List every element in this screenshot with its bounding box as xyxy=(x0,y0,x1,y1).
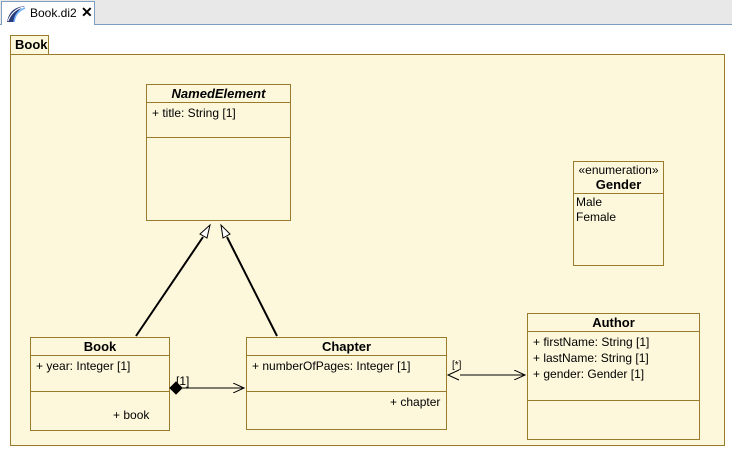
literal-compartment: Male Female xyxy=(574,194,663,226)
multiplicity-label: [*] xyxy=(452,360,462,371)
composition-diamond xyxy=(169,381,183,395)
attribute-compartment: + numberOfPages: Integer [1] xyxy=(247,356,446,392)
attribute[interactable]: + firstName: String [1] xyxy=(533,335,650,349)
generalization-book[interactable] xyxy=(135,236,204,337)
class-name: Book xyxy=(31,338,169,356)
close-icon[interactable]: ✕ xyxy=(81,4,93,20)
editor-tab-bar: Book.di2 ✕ xyxy=(0,0,732,25)
enumeration-name: Gender xyxy=(595,177,642,192)
enumeration-header: «enumeration» Gender xyxy=(574,162,663,194)
class-author[interactable]: Author + firstName: String [1] + lastNam… xyxy=(527,313,700,440)
package-name[interactable]: Book xyxy=(10,35,49,54)
editor-tab[interactable]: Book.di2 ✕ xyxy=(1,1,95,25)
multiplicity-label: [1] xyxy=(176,374,190,388)
class-name: Author xyxy=(528,314,699,332)
attribute-compartment: + firstName: String [1] + lastName: Stri… xyxy=(528,332,699,401)
stereotype-label: «enumeration» xyxy=(578,163,659,177)
papyrus-editor-icon xyxy=(7,6,26,23)
attribute[interactable]: + numberOfPages: Integer [1] xyxy=(252,359,411,373)
role-label: + chapter xyxy=(390,395,441,409)
role-label: + book xyxy=(113,408,150,422)
attribute[interactable]: + gender: Gender [1] xyxy=(533,367,645,381)
attribute[interactable]: + title: String [1] xyxy=(152,106,236,120)
editor-tab-label: Book.di2 xyxy=(30,6,77,20)
generalization-chapter[interactable] xyxy=(226,236,278,337)
enumeration-literal[interactable]: Female xyxy=(576,210,617,224)
class-name: NamedElement xyxy=(147,85,290,103)
generalization-arrowhead xyxy=(199,223,211,239)
association-arrowhead-chapter xyxy=(446,369,460,381)
class-book[interactable]: Book + year: Integer [1] xyxy=(30,337,170,431)
attribute-compartment: + year: Integer [1] xyxy=(31,356,169,392)
enumeration-gender[interactable]: «enumeration» Gender Male Female xyxy=(573,161,664,266)
class-name: Chapter xyxy=(247,338,446,356)
class-namedelement[interactable]: NamedElement + title: String [1] xyxy=(146,84,291,221)
enumeration-literal[interactable]: Male xyxy=(576,195,603,209)
attribute-compartment: + title: String [1] xyxy=(147,103,290,138)
attribute[interactable]: + year: Integer [1] xyxy=(36,359,131,373)
attribute[interactable]: + lastName: String [1] xyxy=(533,351,649,365)
class-chapter[interactable]: Chapter + numberOfPages: Integer [1] xyxy=(246,337,447,430)
generalization-arrowhead xyxy=(220,223,231,239)
